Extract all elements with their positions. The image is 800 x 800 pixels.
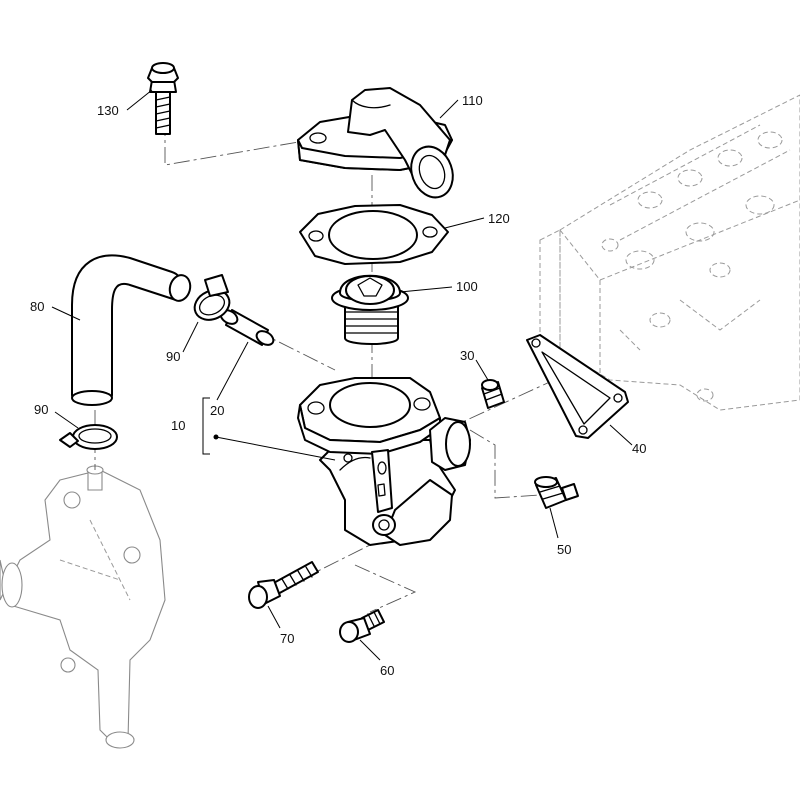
callout-20: 20 [210, 403, 224, 418]
gasket-40 [526, 334, 629, 439]
bolt-60 [339, 609, 385, 643]
pipe-20 [219, 309, 275, 346]
callout-50: 50 [557, 542, 571, 557]
thermostat-100 [331, 274, 409, 345]
plug-30 [481, 379, 505, 409]
callout-120: 120 [488, 211, 510, 226]
gasket-120 [299, 204, 449, 265]
hose-clamp-90-upper [193, 274, 231, 321]
callout-60: 60 [380, 663, 394, 678]
leader-lines [51, 89, 633, 661]
callouts: 130 110 120 100 80 90 90 20 10 30 40 50 … [30, 93, 646, 678]
callout-10: 10 [171, 418, 185, 433]
hose-clamp-90-lower [59, 424, 118, 450]
callout-100: 100 [456, 279, 478, 294]
callout-70: 70 [280, 631, 294, 646]
callout-90-lower: 90 [34, 402, 48, 417]
bolt-130 [147, 62, 179, 135]
callout-110: 110 [462, 93, 483, 108]
housing-marker-dot [213, 434, 219, 440]
hose-80 [71, 254, 192, 406]
thermostat-cover-110 [297, 87, 454, 199]
water-pump-ghost [0, 465, 166, 749]
callout-30: 30 [460, 348, 474, 363]
sensor-50 [534, 476, 579, 509]
callout-40: 40 [632, 441, 646, 456]
assembly-axes [94, 120, 566, 613]
callout-130: 130 [97, 103, 119, 118]
bolt-70 [248, 561, 319, 609]
thermostat-housing-10 [297, 377, 471, 546]
callout-80: 80 [30, 299, 44, 314]
callout-90-upper: 90 [166, 349, 180, 364]
